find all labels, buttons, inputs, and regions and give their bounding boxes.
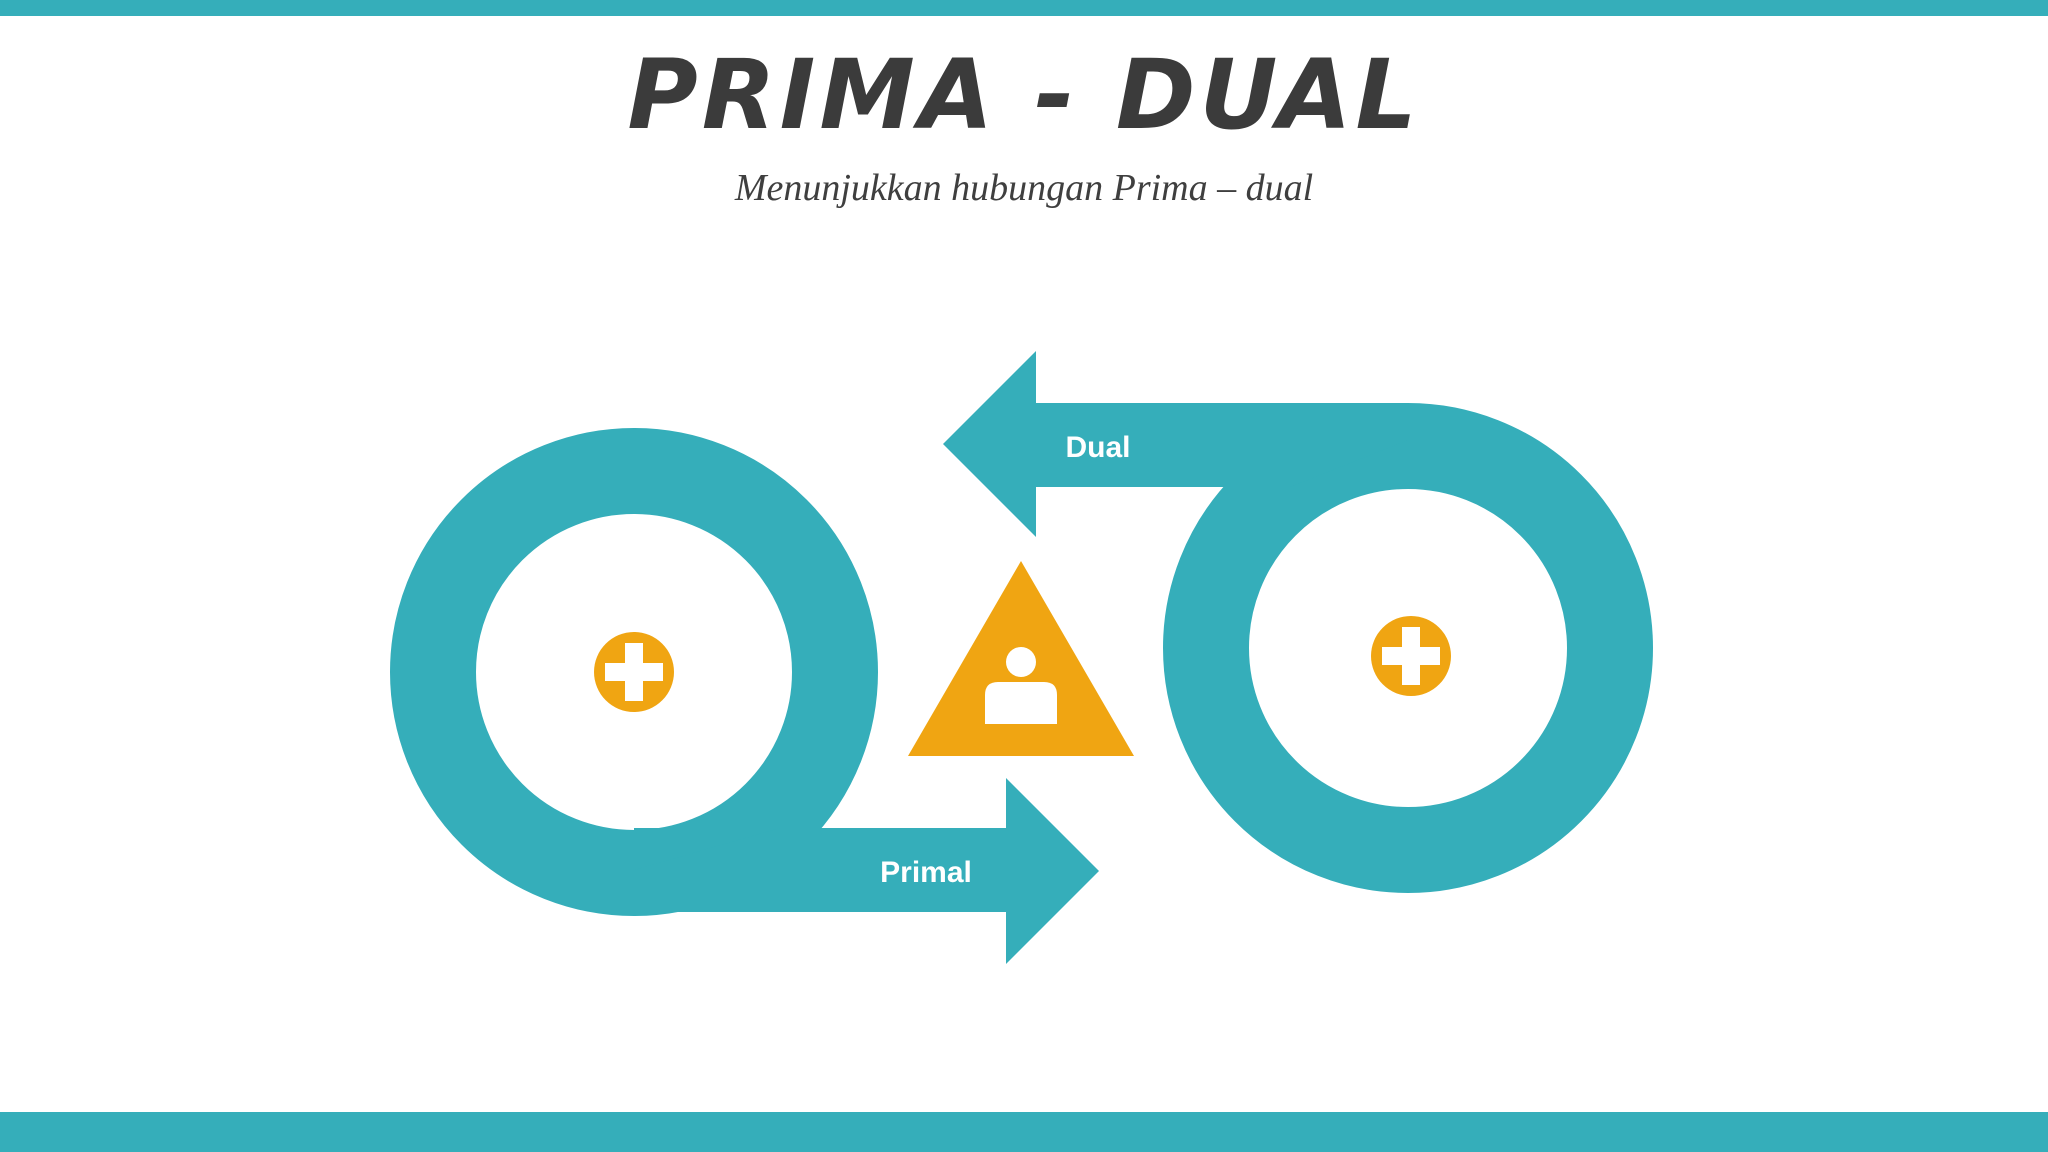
dual-ring-connector	[1220, 403, 1408, 487]
primal-loop: Primal	[390, 428, 1099, 964]
top-accent-bar	[0, 0, 2048, 16]
dual-loop: Dual	[943, 351, 1653, 893]
dual-arrow	[943, 351, 1408, 537]
bottom-accent-bar	[0, 1112, 2048, 1152]
dual-label: Dual	[1065, 431, 1130, 464]
right-plus-icon	[1371, 616, 1451, 696]
left-plus-icon	[594, 632, 674, 712]
center-triangle	[908, 561, 1134, 756]
slide-title: PRIMA - DUAL	[627, 39, 1421, 151]
primal-ring-connector	[634, 828, 880, 912]
slide-subtitle: Menunjukkan hubungan Prima – dual	[734, 167, 1314, 209]
user-icon	[985, 647, 1057, 724]
primal-label: Primal	[880, 856, 972, 889]
